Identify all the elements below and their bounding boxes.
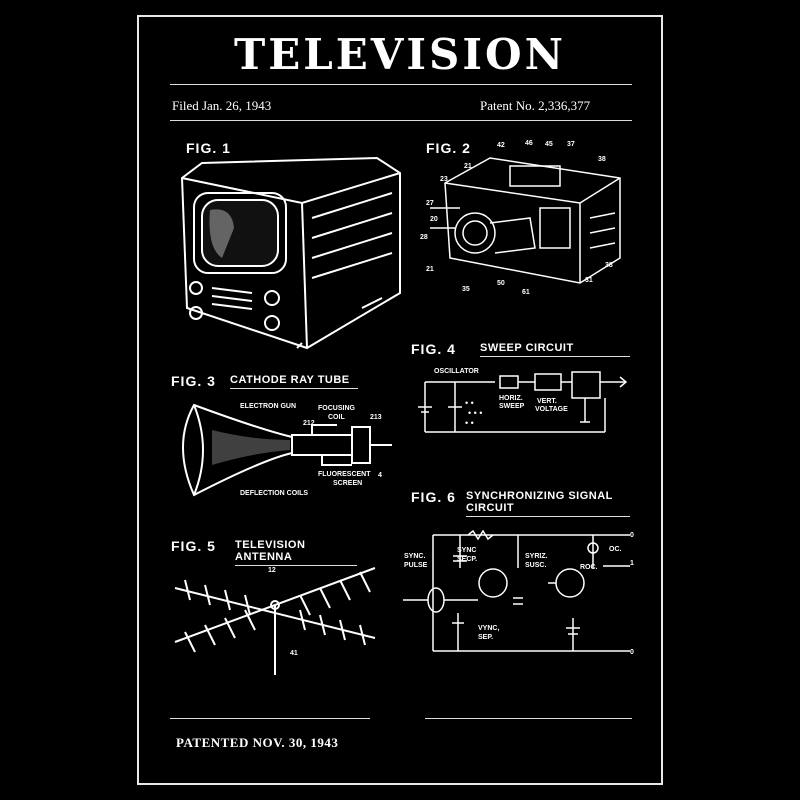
sync-pulse-label-2: PULSE — [404, 562, 428, 569]
television-set-drawing — [180, 156, 401, 350]
title-rule — [170, 84, 632, 85]
syriz-label-2: SUSC. — [525, 562, 547, 569]
sweep-label: SWEEP — [499, 403, 525, 410]
antenna-ref-12: 12 — [268, 567, 276, 574]
terminal-0-bottom: 0 — [630, 649, 634, 656]
fig3-caption: CATHODE RAY TUBE — [230, 374, 358, 389]
horiz-label: HORIZ. — [499, 395, 523, 402]
fig6-label: FIG. 6 — [411, 489, 456, 505]
chassis-drawing — [430, 157, 621, 284]
oscillator-label: OSCILLATOR — [434, 368, 479, 375]
terminal-0-top: 0 — [630, 532, 634, 539]
fig2-ref-38a: 38 — [598, 156, 606, 163]
ref-4-label: 4 — [378, 472, 382, 479]
vync-label-1: VYNC, — [478, 625, 500, 632]
fig2-ref-28: 28 — [420, 234, 428, 241]
sync-signal-circuit-drawing — [403, 529, 630, 652]
voltage-label: VOLTAGE — [535, 406, 568, 413]
fig2-ref-35: 35 — [462, 286, 470, 293]
fig2-label: FIG. 2 — [426, 140, 471, 156]
footer-rule-left — [170, 718, 370, 719]
syriz-label-1: SYRIZ. — [525, 553, 548, 560]
patent-sheet-border — [137, 15, 663, 785]
television-antenna-drawing — [174, 567, 376, 675]
fig3-label: FIG. 3 — [171, 373, 216, 389]
fig2-ref-46: 46 — [525, 140, 533, 147]
fig6-caption: SYNCHRONIZING SIGNAL CIRCUIT — [466, 490, 630, 517]
fig4-caption: SWEEP CIRCUIT — [480, 342, 630, 357]
sweep-circuit-drawing: • •• • •• • — [418, 371, 628, 433]
page-title: TELEVISION — [234, 30, 566, 79]
vert-label: VERT. — [537, 398, 557, 405]
fig2-ref-21: 21 — [464, 163, 472, 170]
screen-label: SCREEN — [333, 480, 363, 487]
electron-gun-label: ELECTRON GUN — [240, 403, 296, 410]
fig5-caption: TELEVISION ANTENNA — [235, 539, 357, 566]
fig2-ref-23: 23 — [440, 176, 448, 183]
osc-label: OC. — [609, 546, 622, 553]
fig2-ref-31: 31 — [585, 277, 593, 284]
fig2-ref-27: 27 — [426, 200, 434, 207]
antenna-ref-41: 41 — [290, 650, 298, 657]
ref-212-label: 212 — [303, 420, 315, 427]
terminal-1: 1 — [630, 560, 634, 567]
fluorescent-label: FLUORESCENT — [318, 471, 371, 478]
fig2-ref-21b: 21 — [426, 266, 434, 273]
svg-text:• •: • • — [465, 398, 474, 408]
patent-number: Patent No. 2,336,377 — [480, 98, 591, 113]
fig2-ref-20: 20 — [430, 216, 438, 223]
fig4-label: FIG. 4 — [411, 341, 456, 357]
patented-date: PATENTED NOV. 30, 1943 — [176, 735, 339, 750]
sync-sep-label-1: SYNC — [457, 547, 477, 554]
fig2-ref-42: 42 — [497, 142, 505, 149]
fig2-ref-61: 61 — [522, 289, 530, 296]
fig2-ref-38b: 38 — [605, 262, 613, 269]
fig1-label: FIG. 1 — [186, 140, 231, 156]
deflection-coils-label: DEFLECTION COILS — [240, 490, 309, 497]
roc-label: ROC. — [580, 564, 598, 571]
fig2-ref-50: 50 — [497, 280, 505, 287]
svg-text:• •: • • — [465, 418, 474, 428]
footer-rule-right — [425, 718, 632, 719]
focusing-label: FOCUSING — [318, 405, 355, 412]
fig5-label: FIG. 5 — [171, 538, 216, 554]
ref-213-label: 213 — [370, 414, 382, 421]
sync-pulse-label-1: SYNC. — [404, 553, 426, 560]
sync-sep-label-2: SECP. — [457, 556, 478, 563]
header-rule — [170, 120, 632, 121]
cathode-ray-tube-drawing — [182, 403, 392, 497]
fig2-ref-45: 45 — [545, 141, 553, 148]
filed-date: Filed Jan. 26, 1943 — [172, 98, 272, 113]
coil-label: COIL — [328, 414, 345, 421]
vync-label-2: SEP. — [478, 634, 494, 641]
fig2-ref-37: 37 — [567, 141, 575, 148]
svg-text:• • •: • • • — [468, 408, 482, 418]
